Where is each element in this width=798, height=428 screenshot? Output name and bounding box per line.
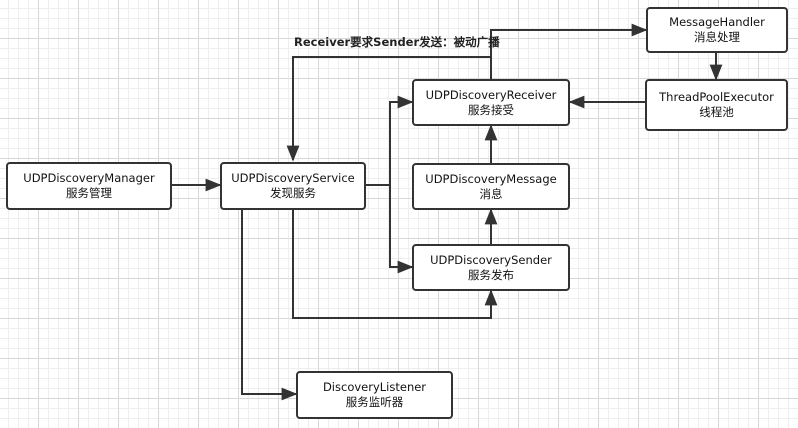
node-title: UDPDiscoveryManager [23, 171, 155, 185]
edge-receiver-handler [490, 23, 648, 79]
node-discovery-listener[interactable]: DiscoveryListener 服务监听器 [296, 371, 453, 419]
node-subtitle: 消息处理 [694, 30, 740, 44]
edge-service-sender [389, 185, 414, 274]
node-subtitle: 服务发布 [468, 267, 514, 282]
edge-service-receiver [366, 95, 414, 186]
edge-service-listener [241, 210, 298, 401]
edge-service-sender-loop [292, 210, 498, 319]
node-discovery-message[interactable]: UDPDiscoveryMessage 消息 [412, 163, 570, 210]
node-title: UDPDiscoveryService [231, 171, 355, 185]
node-title: UDPDiscoveryMessage [425, 171, 557, 186]
node-thread-pool-executor[interactable]: ThreadPoolExecutor 线程池 [645, 79, 788, 131]
node-subtitle: 服务管理 [66, 186, 112, 200]
edge-receiver-service [286, 56, 491, 162]
node-subtitle: 线程池 [699, 105, 734, 119]
node-message-handler[interactable]: MessageHandler 消息处理 [646, 7, 788, 53]
node-title: ThreadPoolExecutor [659, 90, 774, 104]
node-discovery-service[interactable]: UDPDiscoveryService 发现服务 [220, 162, 366, 210]
node-subtitle: 消息 [479, 186, 503, 201]
node-subtitle: 发现服务 [270, 186, 316, 200]
node-discovery-receiver[interactable]: UDPDiscoveryReceiver 服务接受 [412, 79, 570, 126]
node-subtitle: 服务监听器 [345, 395, 404, 409]
node-title: UDPDiscoveryReceiver [425, 87, 557, 102]
node-discovery-sender[interactable]: UDPDiscoverySender 服务发布 [412, 244, 570, 291]
node-title: DiscoveryListener [322, 380, 427, 394]
edge-label-passive-broadcast: Receiver要求Sender发送：被动广播 [294, 35, 500, 49]
node-title: MessageHandler [669, 15, 765, 29]
node-subtitle: 服务接受 [468, 102, 514, 117]
node-discovery-manager[interactable]: UDPDiscoveryManager 服务管理 [6, 162, 172, 210]
node-title: UDPDiscoverySender [430, 252, 552, 267]
